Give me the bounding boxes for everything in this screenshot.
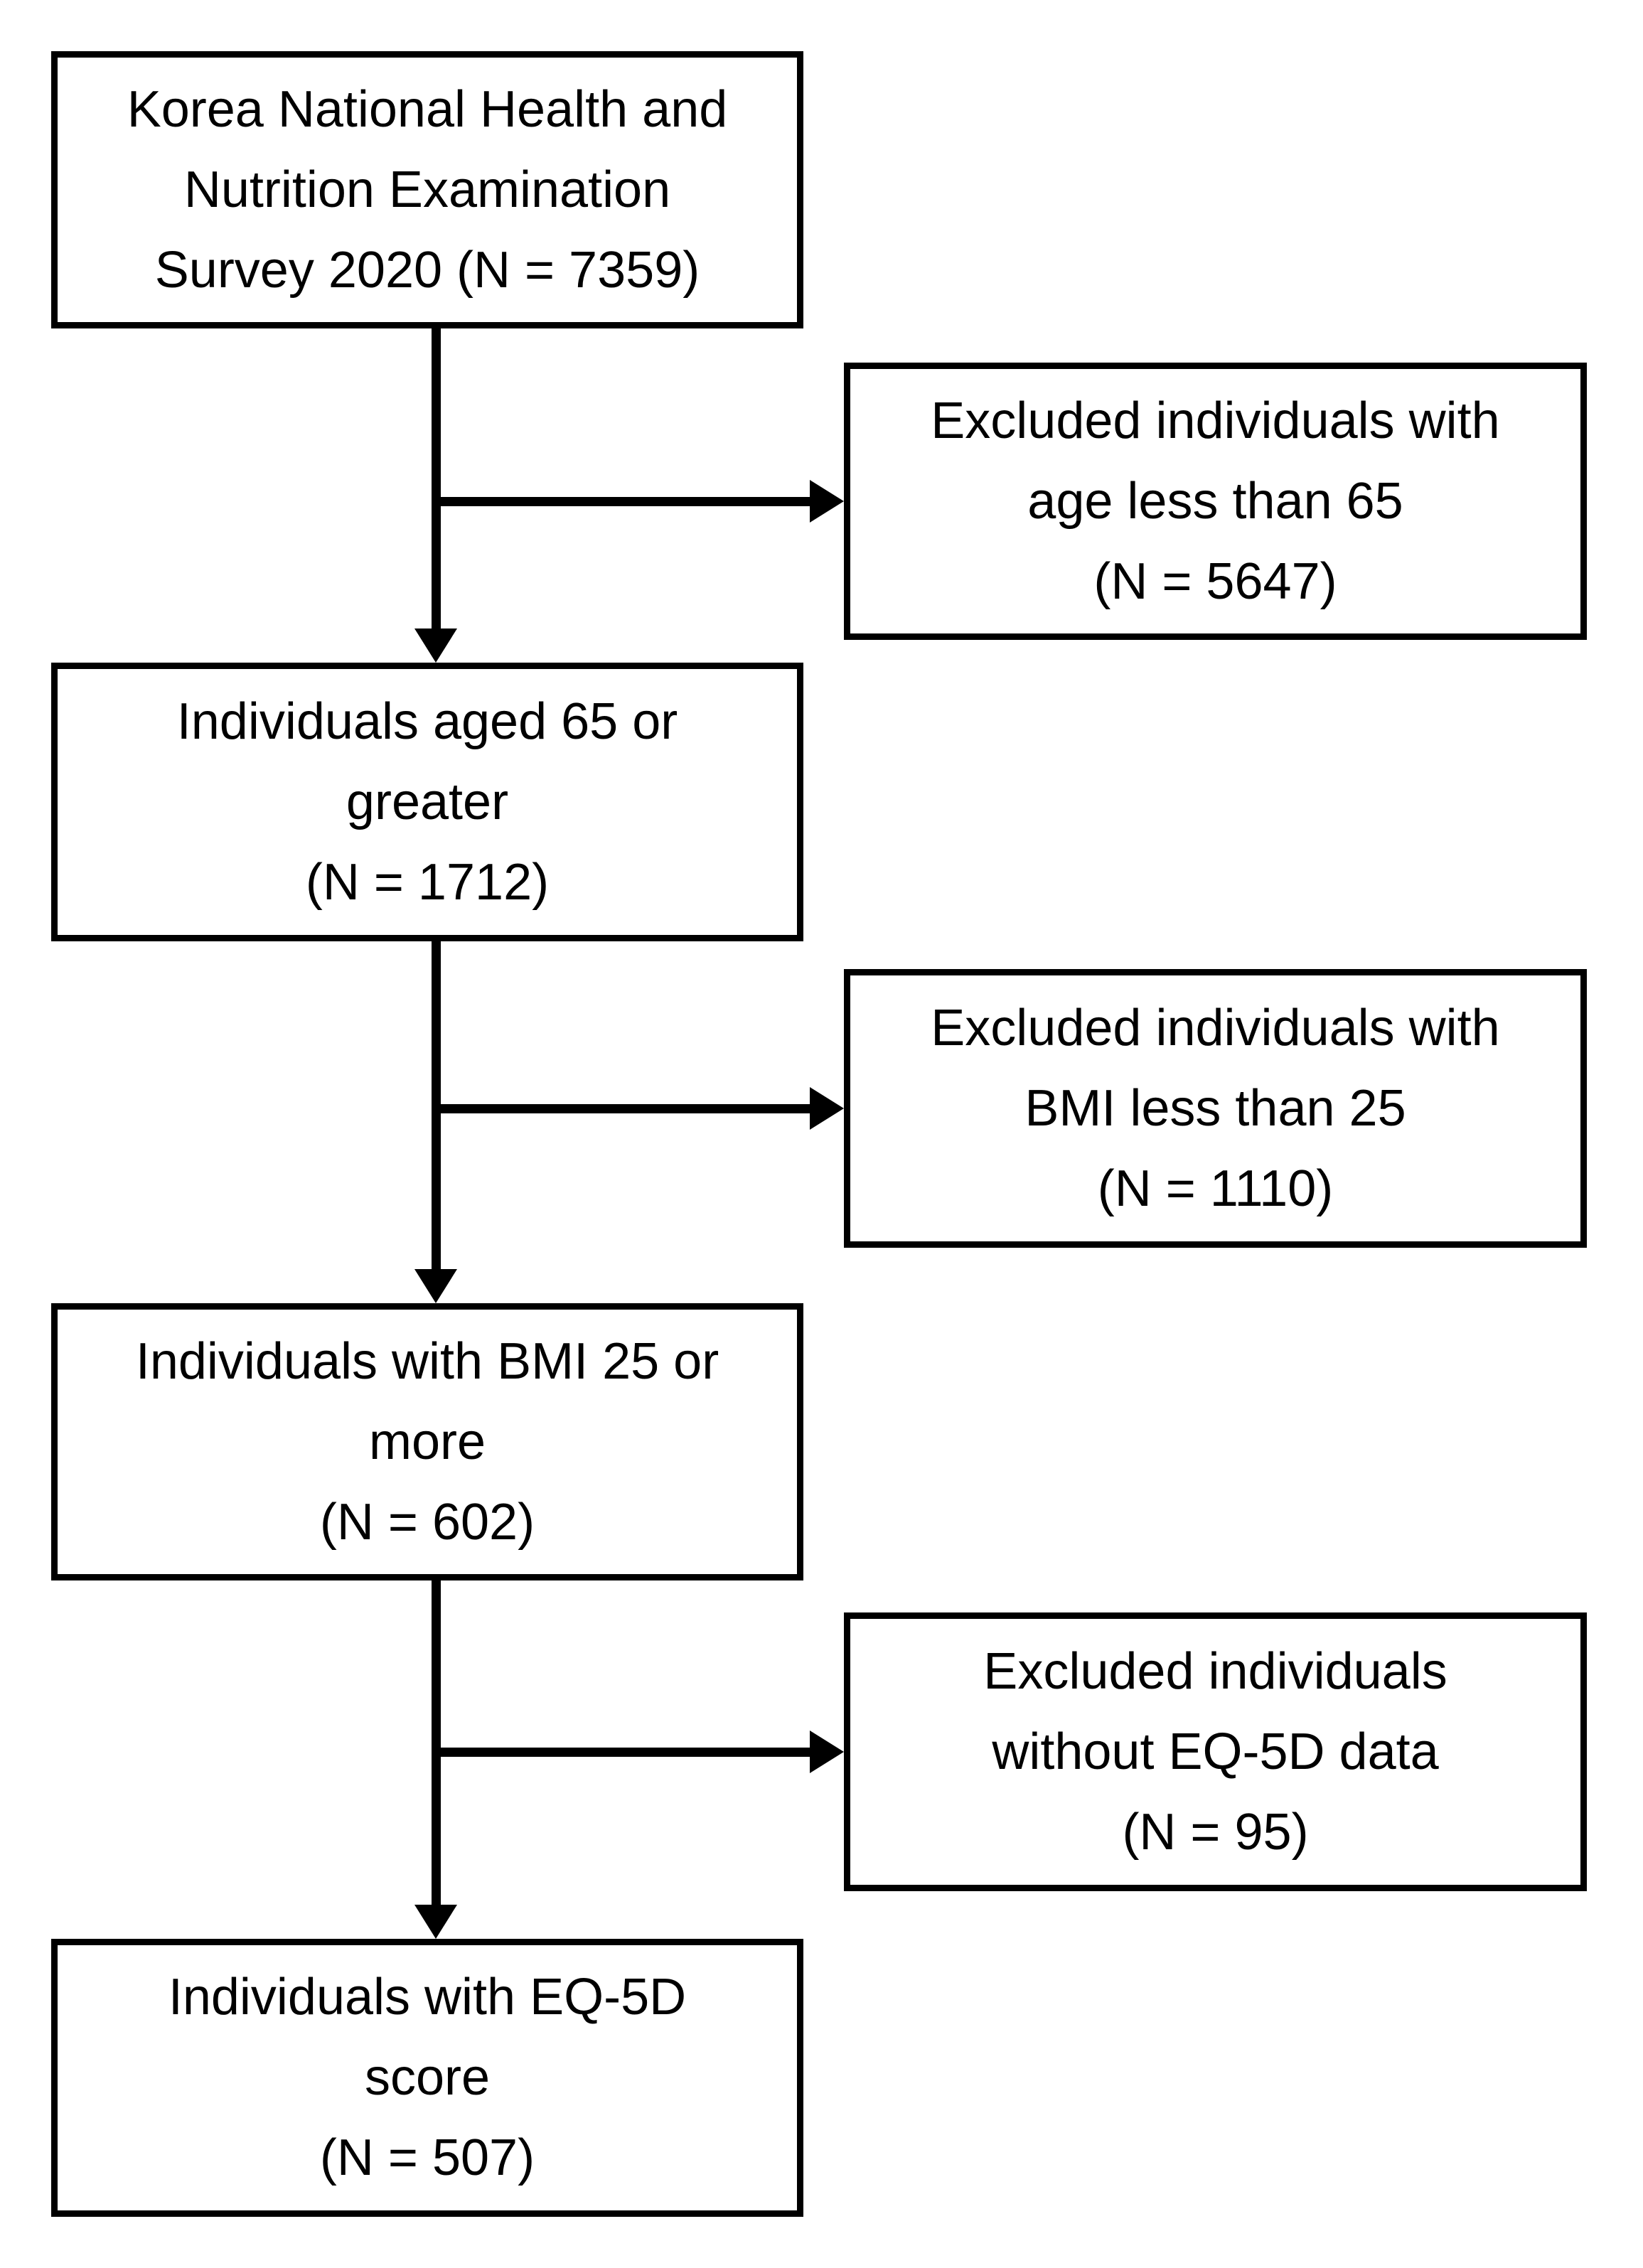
flow-box-survey-population-text: Korea National Health and Nutrition Exam… — [127, 80, 728, 299]
flow-box-eq5d-score-text: Individuals with EQ-5D score (N = 507) — [168, 1969, 687, 2186]
flow-box-excluded-bmi: Excluded individuals with BMI less than … — [844, 969, 1587, 1248]
arrow-branch-line-3 — [432, 1748, 813, 1757]
flow-box-bmi-25-or-more: Individuals with BMI 25 or more (N = 602… — [51, 1303, 803, 1580]
flow-box-excluded-eq5d-text: Excluded individuals without EQ-5D data … — [983, 1642, 1447, 1861]
flow-box-aged-65-or-greater: Individuals aged 65 or greater (N = 1712… — [51, 663, 803, 941]
flow-box-bmi-25-or-more-text: Individuals with BMI 25 or more (N = 602… — [135, 1332, 719, 1551]
arrow-down-line-1 — [432, 326, 441, 631]
arrowhead-right-icon-3 — [810, 1731, 844, 1773]
flow-box-aged-65-or-greater-text: Individuals aged 65 or greater (N = 1712… — [176, 692, 678, 911]
arrowhead-right-icon-1 — [810, 480, 844, 523]
flow-box-excluded-eq5d: Excluded individuals without EQ-5D data … — [844, 1612, 1587, 1891]
arrow-branch-line-2 — [432, 1104, 813, 1113]
arrowhead-down-icon-3 — [414, 1905, 457, 1939]
arrow-branch-line-1 — [432, 497, 813, 506]
arrowhead-down-icon-1 — [414, 628, 457, 663]
flow-box-survey-population: Korea National Health and Nutrition Exam… — [51, 51, 803, 328]
flow-box-excluded-age: Excluded individuals with age less than … — [844, 363, 1587, 640]
flow-box-excluded-age-text: Excluded individuals with age less than … — [931, 392, 1500, 610]
flow-box-excluded-bmi-text: Excluded individuals with BMI less than … — [931, 999, 1500, 1217]
flow-box-eq5d-score: Individuals with EQ-5D score (N = 507) — [51, 1939, 803, 2217]
arrow-down-line-3 — [432, 1578, 441, 1908]
arrowhead-down-icon-2 — [414, 1269, 457, 1303]
arrowhead-right-icon-2 — [810, 1087, 844, 1130]
